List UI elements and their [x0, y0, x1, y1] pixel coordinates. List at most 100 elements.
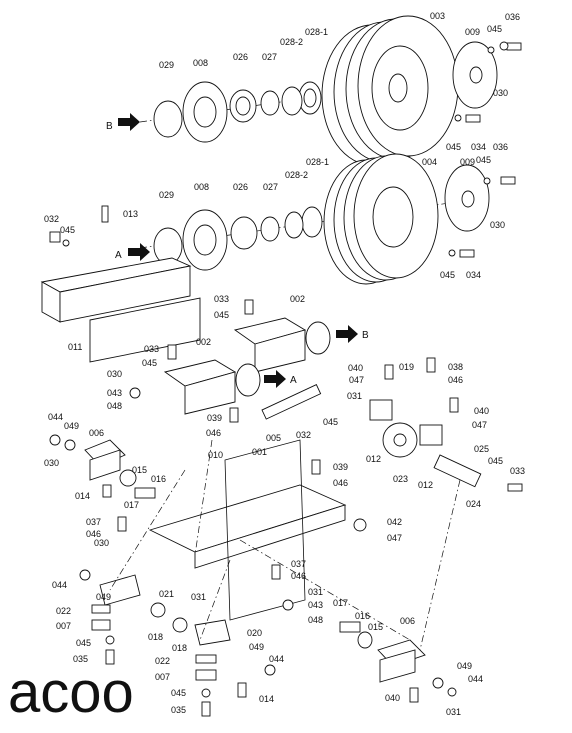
- callout-label: 022: [56, 606, 71, 616]
- callout-label: 017: [124, 500, 139, 510]
- callout-label: 039: [207, 413, 222, 423]
- bolt-036: [500, 176, 516, 185]
- washer-045: [483, 177, 491, 185]
- callout-label: 040: [348, 363, 363, 373]
- callout-label: 036: [505, 12, 520, 22]
- callout-label: 047: [387, 533, 402, 543]
- callout-label: 046: [333, 478, 348, 488]
- bushing-016: [357, 631, 373, 649]
- callout-label: 048: [107, 401, 122, 411]
- callout-label: 045: [214, 310, 229, 320]
- callout-label: 031: [191, 592, 206, 602]
- frame-011: [40, 257, 201, 363]
- lockwasher-028-2: [284, 211, 304, 239]
- bracket-006-left: [84, 439, 126, 481]
- callout-label: 035: [73, 654, 88, 664]
- callout-label: 047: [349, 375, 364, 385]
- bushing-015: [119, 469, 137, 487]
- callout-label: 045: [60, 225, 75, 235]
- block-012: [419, 424, 443, 446]
- callout-label: 023: [393, 474, 408, 484]
- callout-label: 013: [123, 209, 138, 219]
- callout-label: 031: [347, 391, 362, 401]
- callout-label: 045: [446, 142, 461, 152]
- fasteners: [49, 299, 523, 697]
- bolt-039: [311, 459, 321, 475]
- callout-label: 045: [440, 270, 455, 280]
- bearing-026: [230, 216, 258, 250]
- bolt-036-top: [499, 41, 522, 51]
- callout-label: 045: [142, 358, 157, 368]
- bearing-026: [229, 89, 257, 123]
- callout-label: 043: [308, 600, 323, 610]
- callout-label: 032: [296, 430, 311, 440]
- pin-018: [172, 617, 188, 633]
- callout-label: 045: [487, 24, 502, 34]
- callout-label: 033: [214, 294, 229, 304]
- pulley-assembly-top: B: [106, 15, 522, 166]
- washer-049: [432, 677, 444, 689]
- callout-label: 029: [159, 60, 174, 70]
- callout-label: 022: [155, 656, 170, 666]
- nut-043: [282, 599, 294, 611]
- pin-017: [134, 487, 156, 499]
- pulley-004: [323, 153, 439, 285]
- callout-label: 017: [333, 598, 348, 608]
- bolt-040: [409, 687, 419, 703]
- cover-plate-009: [452, 41, 498, 109]
- callout-label: 005: [266, 433, 281, 443]
- callout-label: 045: [488, 456, 503, 466]
- callout-label: 045: [323, 417, 338, 427]
- callout-label: 045: [76, 638, 91, 648]
- callout-label: 008: [193, 58, 208, 68]
- washer-044: [79, 569, 91, 581]
- washer-045: [201, 688, 211, 698]
- callout-label: 049: [457, 661, 472, 671]
- alignment-lines: [109, 439, 461, 651]
- callout-label: 006: [400, 616, 415, 626]
- bolt-035: [105, 649, 115, 665]
- bolt-038: [426, 357, 436, 373]
- callout-label: 014: [75, 491, 90, 501]
- callout-label: 012: [418, 480, 433, 490]
- callout-label: 003: [430, 11, 445, 21]
- bolt-035: [201, 701, 211, 717]
- callout-label: 030: [107, 369, 122, 379]
- washer-045: [448, 249, 456, 257]
- callout-label: 028-1: [305, 27, 328, 37]
- bearing-028-1: [301, 206, 323, 238]
- ring-027: [260, 216, 280, 242]
- callout-label: 031: [446, 707, 461, 717]
- callout-label: 048: [308, 615, 323, 625]
- callout-label: 027: [263, 182, 278, 192]
- plate-022: [195, 654, 217, 664]
- svg-text:B: B: [362, 330, 369, 341]
- washer-044: [64, 439, 76, 451]
- callout-label: 049: [249, 642, 264, 652]
- pulley-assembly-second: A: [49, 153, 516, 285]
- washer-045: [105, 635, 115, 645]
- bolt-033: [507, 483, 523, 492]
- callout-label: 006: [89, 428, 104, 438]
- bolt-014: [102, 484, 112, 498]
- bolt-033: [167, 344, 177, 360]
- callout-label: 004: [422, 157, 437, 167]
- callout-label: 029: [159, 190, 174, 200]
- seal-029: [153, 100, 183, 138]
- svg-text:A: A: [115, 250, 122, 261]
- callout-label: 028-2: [285, 170, 308, 180]
- callout-label: 025: [474, 444, 489, 454]
- callout-label: 033: [144, 344, 159, 354]
- bolt-037: [117, 516, 127, 532]
- callout-label: 001: [252, 447, 267, 457]
- bolt-033: [244, 299, 254, 315]
- callout-label: 044: [48, 412, 63, 422]
- svg-text:B: B: [106, 121, 113, 132]
- callout-label: 034: [471, 142, 486, 152]
- callout-label: 044: [468, 674, 483, 684]
- callout-label: 028-1: [306, 157, 329, 167]
- plate-022: [91, 604, 111, 614]
- callout-label: 014: [259, 694, 274, 704]
- bracket-006-right: [377, 639, 426, 683]
